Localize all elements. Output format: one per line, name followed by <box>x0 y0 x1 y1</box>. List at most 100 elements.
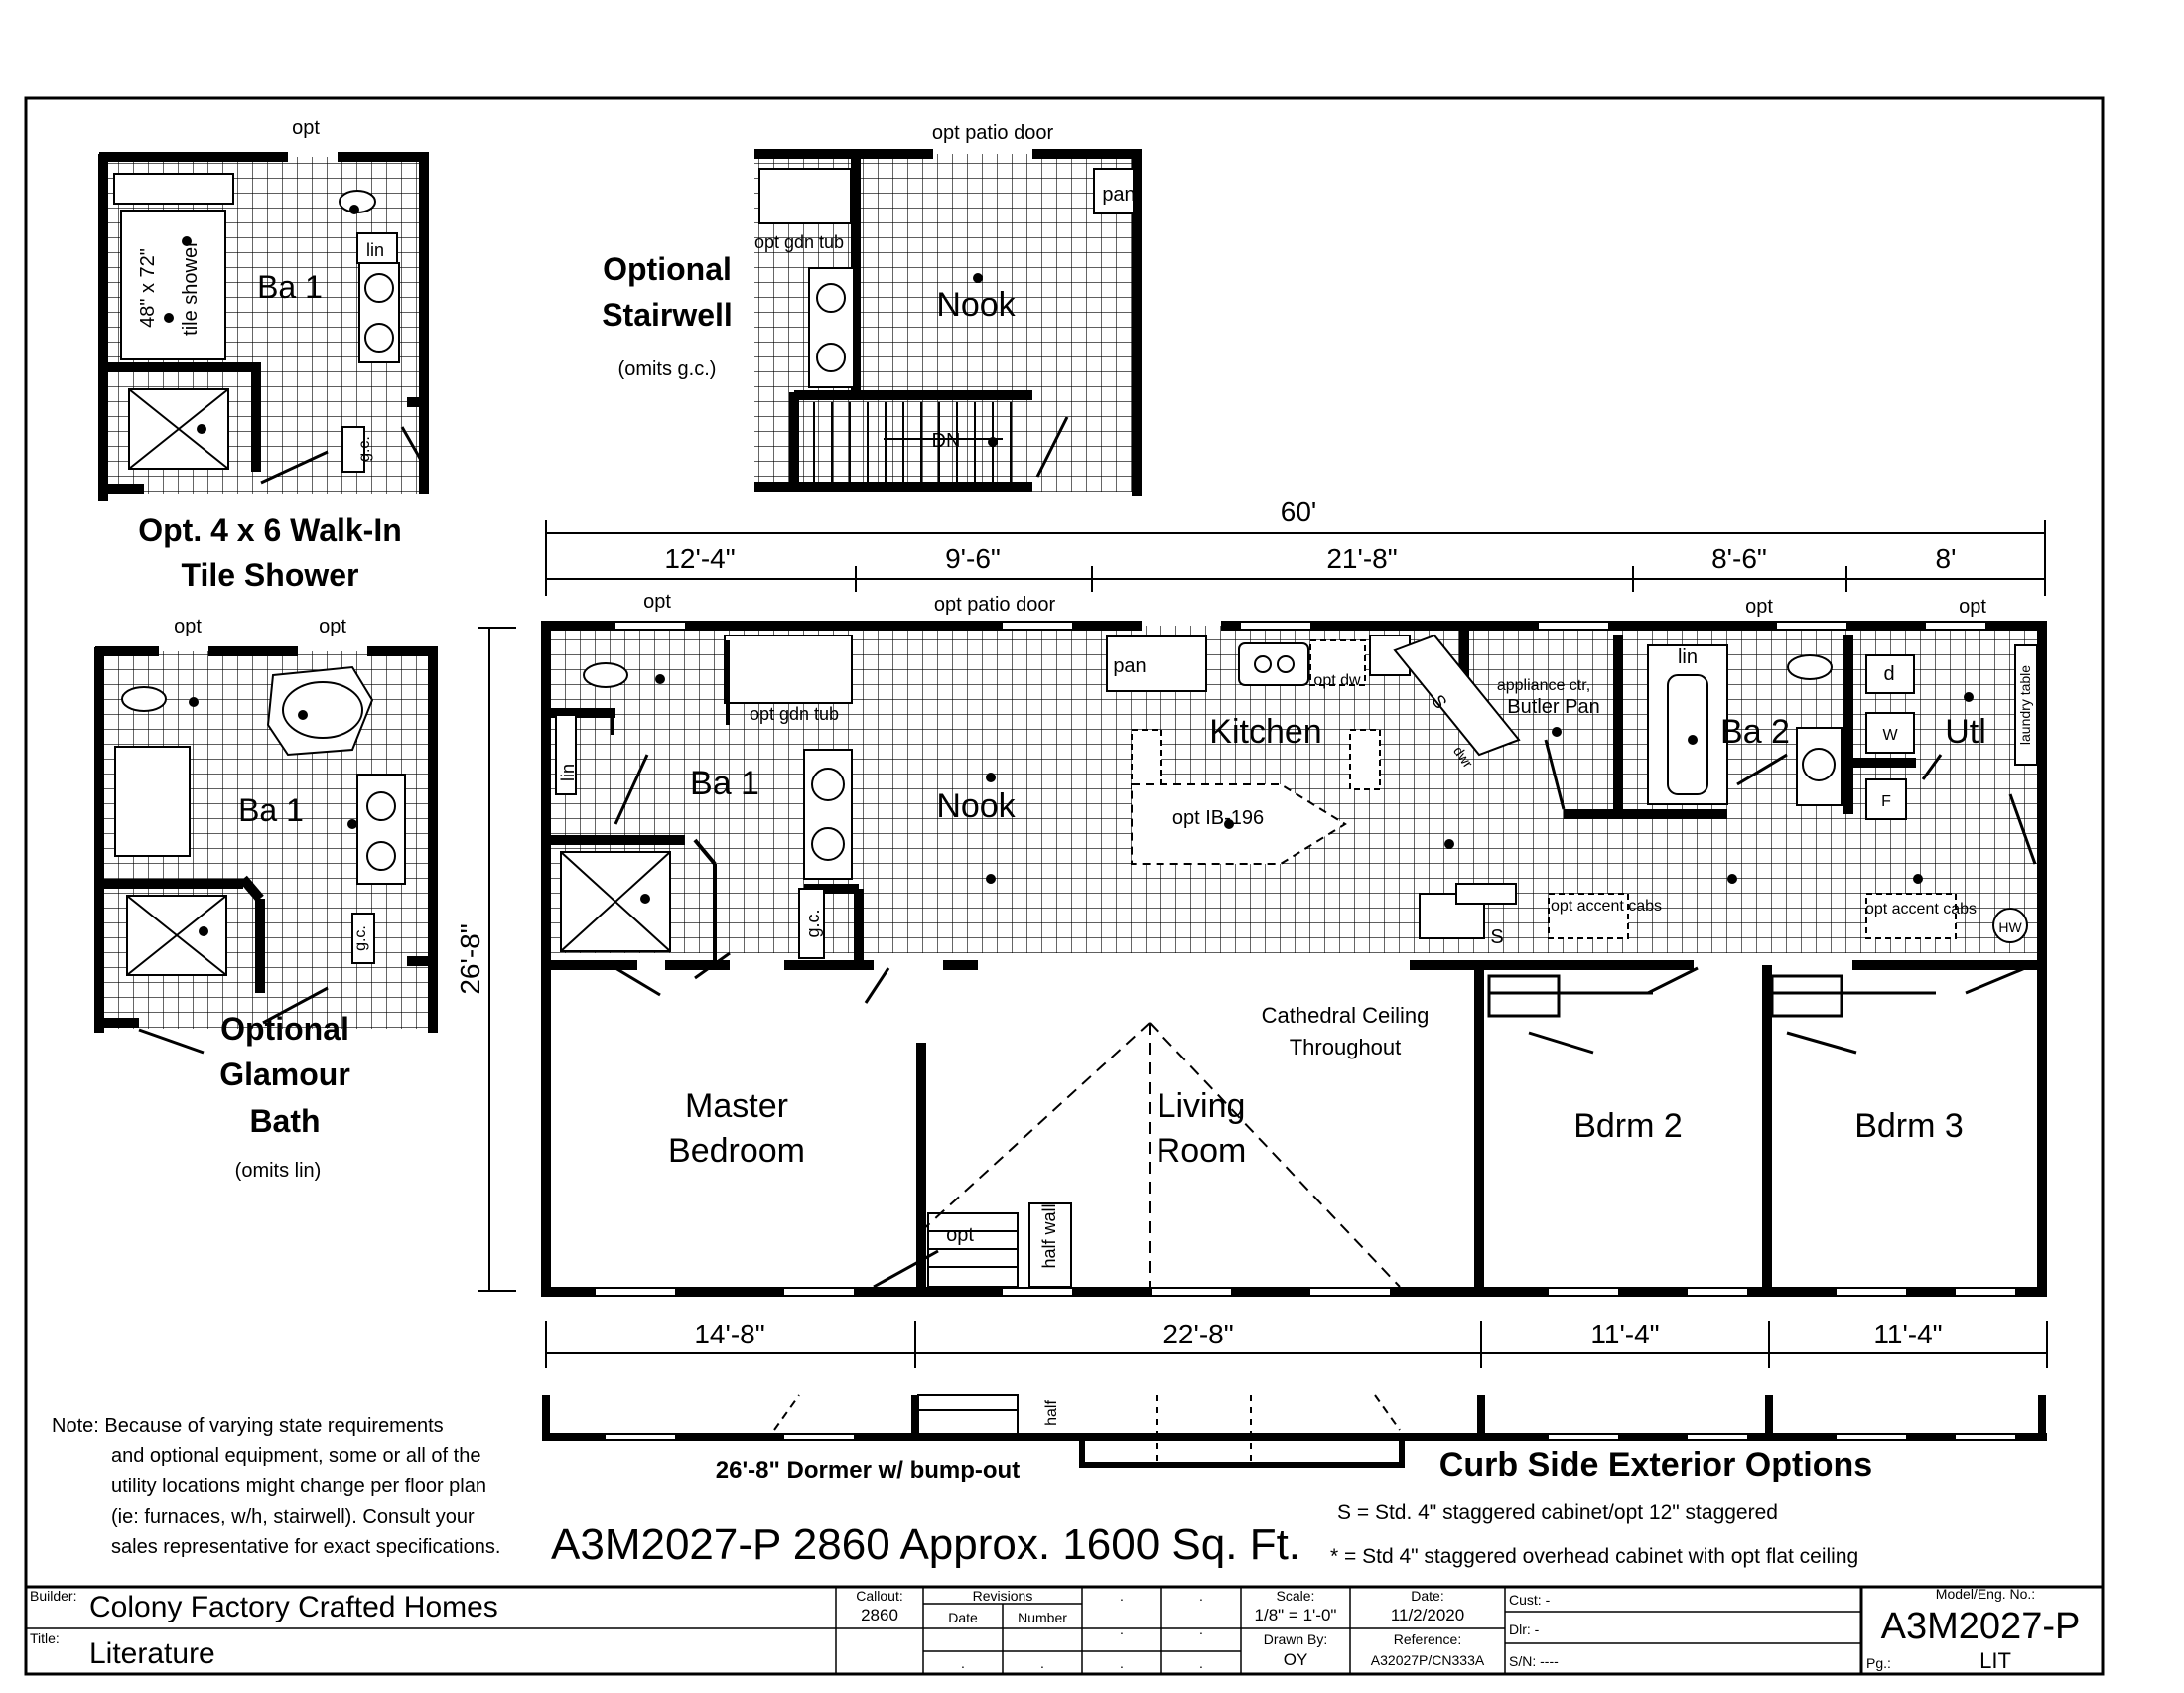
label-lin: lin <box>1678 646 1698 668</box>
tb-dot-7: . <box>1120 1655 1124 1671</box>
dim-seg-1: 12'-4" <box>664 543 735 574</box>
tb-title-label: Title: <box>30 1630 60 1646</box>
label-gc-glamour: g.c. <box>352 925 369 951</box>
model-title: A3M2027-P 2860 Approx. 1600 Sq. Ft. <box>551 1520 1300 1569</box>
tb-callout-label: Callout: <box>856 1588 902 1604</box>
inset-note-stair: (omits g.c.) <box>618 358 717 380</box>
label-opt-dw: opt dw <box>1313 672 1361 689</box>
sheet-border <box>24 96 2105 1676</box>
label-washer: W <box>1882 727 1898 744</box>
note-line-3: utility locations might change per floor… <box>111 1476 486 1497</box>
label-half-wall: half wall <box>1039 1203 1059 1268</box>
dim-depth: 26'-8" <box>455 923 485 994</box>
tb-dlr: Dlr: - <box>1509 1622 1540 1637</box>
tb-callout: 2860 <box>861 1606 898 1624</box>
dim-seg-3: 21'-8" <box>1326 543 1397 574</box>
tb-model-label: Model/Eng. No.: <box>1936 1586 2035 1602</box>
label-opt-stair: opt <box>946 1224 974 1246</box>
label-ba1-glamour: Ba 1 <box>238 792 304 828</box>
label-half-elevation: half <box>1043 1400 1060 1426</box>
dim-seg-2: 9'-6" <box>945 543 1001 574</box>
title-block <box>26 1585 2103 1674</box>
label-opt-accent-cabs-1: opt accent cabs <box>1551 898 1662 915</box>
legend-star: * = Std 4" staggered overhead cabinet wi… <box>1330 1545 1858 1568</box>
room-label-master-2: Bedroom <box>668 1132 805 1170</box>
label-opt-window-3: opt <box>1959 596 1986 618</box>
note-line-1: Note: Because of varying state requireme… <box>52 1415 444 1437</box>
inset-title-stair-2: Stairwell <box>602 297 733 333</box>
dim-bottom-3: 11'-4" <box>1590 1319 1659 1349</box>
tb-builder: Colony Factory Crafted Homes <box>89 1591 498 1623</box>
inset-title-glamour-3: Bath <box>249 1103 320 1139</box>
room-label-ba1: Ba 1 <box>690 765 759 802</box>
inset-title-glamour-2: Glamour <box>219 1057 350 1092</box>
label-opt-walkin: opt <box>292 117 320 139</box>
label-butler-pan: Butler Pan <box>1507 696 1599 718</box>
label-dn: DN <box>932 430 961 452</box>
cathedral-label-1: Cathedral Ceiling <box>1262 1003 1430 1028</box>
tb-scale: 1/8" = 1'-0" <box>1255 1606 1337 1624</box>
tb-reference-label: Reference: <box>1394 1631 1461 1647</box>
dormer-label: 26'-8" Dormer w/ bump-out <box>716 1457 1020 1483</box>
label-lin-ba1: lin <box>558 764 578 781</box>
label-opt-window-2: opt <box>1745 596 1773 618</box>
label-laundry-table: laundry table <box>2017 665 2033 745</box>
inset-title-walkin-1: Opt. 4 x 6 Walk-In <box>138 512 402 548</box>
label-opt-ib: opt IB-196 <box>1172 807 1264 829</box>
curb-side-label: Curb Side Exterior Options <box>1439 1446 1872 1483</box>
room-label-bdrm3: Bdrm 3 <box>1854 1107 1964 1145</box>
tb-dot-5: . <box>961 1655 965 1671</box>
room-label-living-2: Room <box>1157 1132 1247 1170</box>
label-gc-ba1: g.c. <box>803 909 823 937</box>
room-label-ba2: Ba 2 <box>1720 713 1790 751</box>
note-line-4: (ie: furnaces, w/h, stairwell). Consult … <box>111 1506 475 1528</box>
tb-model: A3M2027-P <box>1881 1606 2081 1647</box>
label-opt-gdn-tub-inset: opt gdn tub <box>754 232 844 252</box>
inset-glamour-bath <box>94 646 438 1055</box>
tb-number-col: Number <box>1018 1610 1067 1625</box>
tb-builder-label: Builder: <box>30 1588 76 1604</box>
room-label-master-1: Master <box>685 1087 788 1125</box>
inset-title-stair-1: Optional <box>603 251 732 287</box>
room-label-kitchen: Kitchen <box>1209 713 1321 751</box>
main-floor-plan <box>541 621 2047 1297</box>
label-opt-glamour-1: opt <box>174 616 202 637</box>
label-appliance-ctr: appliance ctr, <box>1497 677 1590 694</box>
tb-date-label: Date: <box>1411 1588 1443 1604</box>
dim-bottom-2: 22'-8" <box>1162 1319 1233 1349</box>
tb-dot-4: . <box>1199 1622 1203 1637</box>
label-furnace: F <box>1881 793 1891 810</box>
tb-cust: Cust: - <box>1509 1592 1551 1608</box>
tb-drawn: OY <box>1284 1650 1308 1669</box>
tb-pg-label: Pg.: <box>1866 1655 1891 1671</box>
label-shower-size: 48" x 72" <box>137 248 159 328</box>
tb-date-col: Date <box>948 1610 978 1625</box>
label-opt-window-1: opt <box>643 591 671 613</box>
inset-title-walkin-2: Tile Shower <box>181 557 358 593</box>
tb-date: 11/2/2020 <box>1391 1606 1464 1624</box>
label-dryer: d <box>1883 663 1894 685</box>
inset-note-glamour: (omits lin) <box>235 1160 322 1182</box>
tb-title: Literature <box>89 1637 215 1670</box>
tb-revisions-label: Revisions <box>973 1588 1033 1604</box>
tb-scale-label: Scale: <box>1277 1588 1315 1604</box>
tb-dot-8: . <box>1199 1655 1203 1671</box>
legend-s: S = Std. 4" staggered cabinet/opt 12" st… <box>1337 1501 1778 1524</box>
label-gc-walkin: g.c. <box>356 436 373 462</box>
label-ba1-walkin: Ba 1 <box>257 269 323 305</box>
note-line-2: and optional equipment, some or all of t… <box>111 1445 480 1467</box>
room-label-utl: Utl <box>1945 713 1986 751</box>
inset-stairwell <box>754 149 1142 496</box>
label-opt-patio-door: opt patio door <box>934 594 1056 616</box>
tb-dot-3: . <box>1120 1622 1124 1637</box>
room-label-bdrm2: Bdrm 2 <box>1573 1107 1683 1145</box>
label-opt-glamour-2: opt <box>319 616 346 637</box>
tb-pg: LIT <box>1979 1648 2011 1673</box>
label-opt-accent-cabs-2: opt accent cabs <box>1865 901 1977 917</box>
label-lin-walkin: lin <box>366 240 384 260</box>
label-opt-gdn-tub: opt gdn tub <box>750 704 839 724</box>
inset-title-glamour-1: Optional <box>220 1011 349 1047</box>
note-line-5: sales representative for exact specifica… <box>111 1536 500 1558</box>
dimension-lines <box>478 520 2048 1368</box>
